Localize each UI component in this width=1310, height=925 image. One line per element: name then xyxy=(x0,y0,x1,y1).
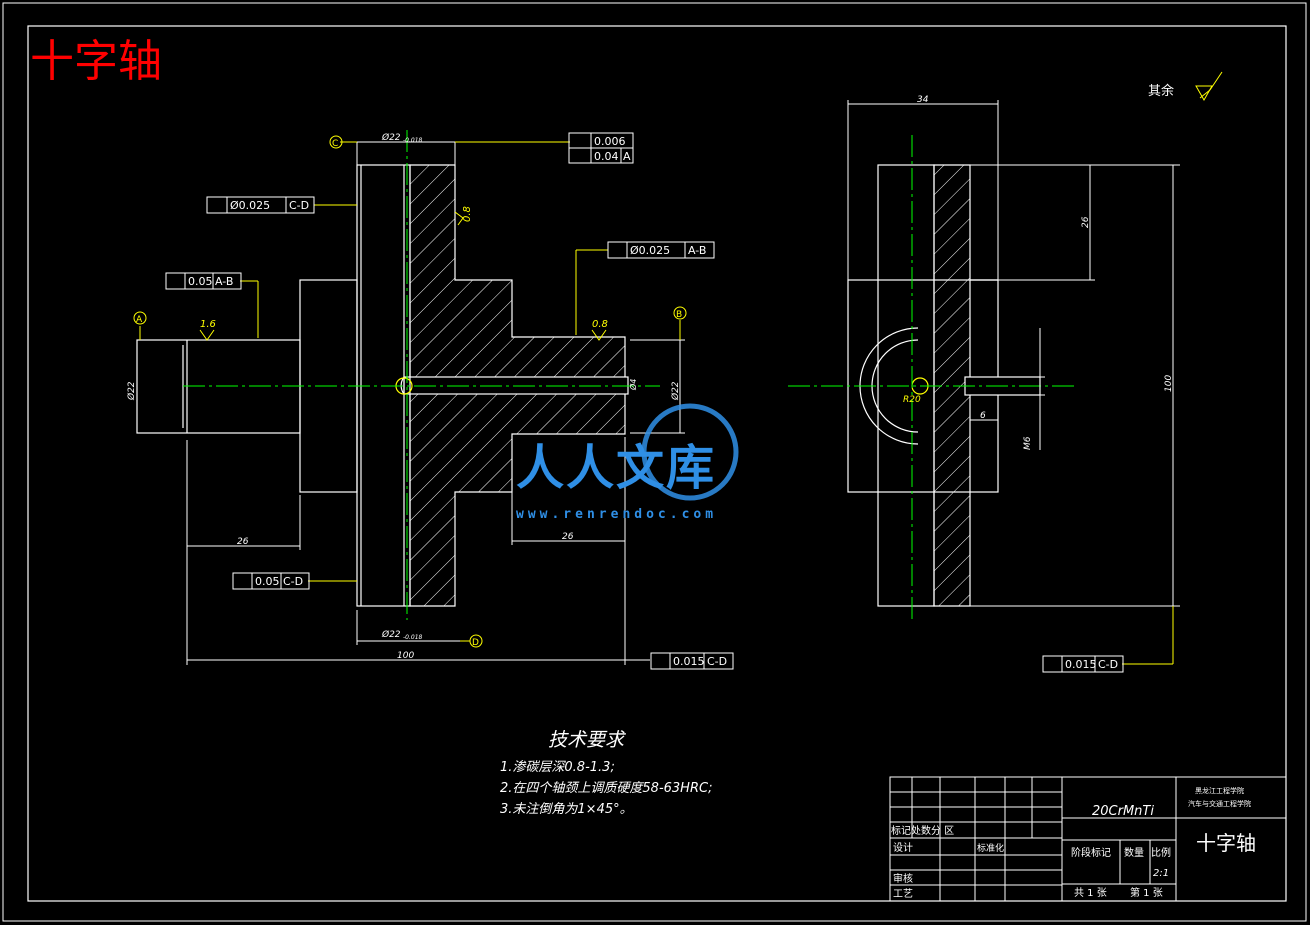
conc-left-ref: C-D xyxy=(289,199,309,212)
sym-bottom-ref: C-D xyxy=(707,655,727,668)
roughness-3: 0.8 xyxy=(462,206,473,222)
tb-name: 十字轴 xyxy=(1196,831,1256,855)
conc-right-value: Ø0.025 xyxy=(630,244,670,257)
sym-right-ref: C-D xyxy=(1098,658,1118,671)
dim-side-width: 34 xyxy=(917,95,929,105)
tb-design: 设计 xyxy=(893,841,913,854)
dim-right-len: 26 xyxy=(562,532,574,542)
tech-item-3: 3.未注倒角为1×45°。 xyxy=(500,802,633,817)
tech-heading: 技术要求 xyxy=(548,729,627,751)
roughness-2: 0.8 xyxy=(592,319,608,330)
tb-check: 审核 xyxy=(893,872,913,885)
tb-weight: 数量 xyxy=(1124,846,1144,859)
datum-a: A xyxy=(136,315,143,325)
dim-right-diam: Ø22 xyxy=(670,381,681,401)
tb-standard: 标准化 xyxy=(977,842,1004,854)
tb-scale-label: 比例 xyxy=(1151,846,1171,859)
runout-top-value: 0.05 xyxy=(188,275,213,288)
tb-process: 工艺 xyxy=(893,888,913,900)
watermark-brand: 人人文库 xyxy=(516,440,717,496)
dim-side-m: M6 xyxy=(1023,436,1033,450)
runout-top-ref: A-B xyxy=(215,275,233,288)
dim-left-diam: Ø22 xyxy=(126,381,137,401)
dim-top-diam: Ø22 xyxy=(381,132,401,143)
watermark-url: www.renrendoc.com xyxy=(516,507,718,522)
dim-bottom-diam: Ø22 xyxy=(381,629,401,640)
datum-d: D xyxy=(472,638,479,648)
dim-side-total: 100 xyxy=(1164,375,1174,392)
dim-left-len: 26 xyxy=(237,537,249,547)
dim-top-tol: -0.018 xyxy=(403,137,423,144)
dim-small-hole: Ø4 xyxy=(628,379,638,391)
title-block xyxy=(889,776,1287,902)
side-view xyxy=(847,164,1041,607)
tb-sheet-no: 第 1 张 xyxy=(1130,886,1163,899)
tb-row-marks: 标记处数分 区 xyxy=(891,824,954,837)
tech-item-1: 1.渗碳层深0.8-1.3; xyxy=(500,760,615,775)
watermark-ring xyxy=(641,403,739,501)
side-dimensions xyxy=(847,100,1180,607)
datum-b: B xyxy=(676,310,682,320)
text-layer: 其余 0.006 0.04 A Ø0.025 C-D Ø0.025 A-B 0.… xyxy=(126,83,1256,900)
tb-sheets: 共 1 张 xyxy=(1074,887,1107,899)
tb-stage: 阶段标记 xyxy=(1071,846,1111,859)
tb-dept: 汽车与交通工程学院 xyxy=(1188,799,1251,808)
perp-value: 0.04 xyxy=(594,150,619,163)
conc-right-ref: A-B xyxy=(688,244,706,257)
front-dimensions xyxy=(136,141,685,665)
flatness-value: 0.006 xyxy=(594,135,626,148)
drawing-title: 十字轴 xyxy=(30,36,162,87)
sym-right-value: 0.015 xyxy=(1065,658,1097,671)
side-leaders xyxy=(1122,71,1223,665)
inner-border xyxy=(27,25,1287,902)
dim-side-r: R20 xyxy=(903,395,921,405)
datum-c: C xyxy=(332,139,338,149)
conc-left-value: Ø0.025 xyxy=(230,199,270,212)
tb-school: 黑龙江工程学院 xyxy=(1195,786,1244,795)
perp-ref: A xyxy=(623,150,631,163)
dim-side-height: 26 xyxy=(1081,216,1091,228)
sym-bottom-value: 0.015 xyxy=(673,655,705,668)
runout-bottom-ref: C-D xyxy=(283,575,303,588)
tb-scale: 2:1 xyxy=(1153,868,1169,879)
tb-material: 20CrMnTi xyxy=(1092,804,1154,819)
tech-item-2: 2.在四个轴颈上调质硬度58-63HRC; xyxy=(500,781,712,796)
tolerance-frames xyxy=(165,132,1124,673)
runout-bottom-value: 0.05 xyxy=(255,575,280,588)
dim-total-len: 100 xyxy=(397,651,414,661)
roughness-1: 1.6 xyxy=(200,319,216,330)
roughness-symbols xyxy=(199,85,1213,341)
front-leaders xyxy=(139,141,681,642)
datum-markers xyxy=(133,135,687,648)
dim-side-6: 6 xyxy=(980,411,986,421)
dim-bottom-tol: -0.018 xyxy=(403,634,423,641)
roughness-other-label: 其余 xyxy=(1148,83,1174,99)
